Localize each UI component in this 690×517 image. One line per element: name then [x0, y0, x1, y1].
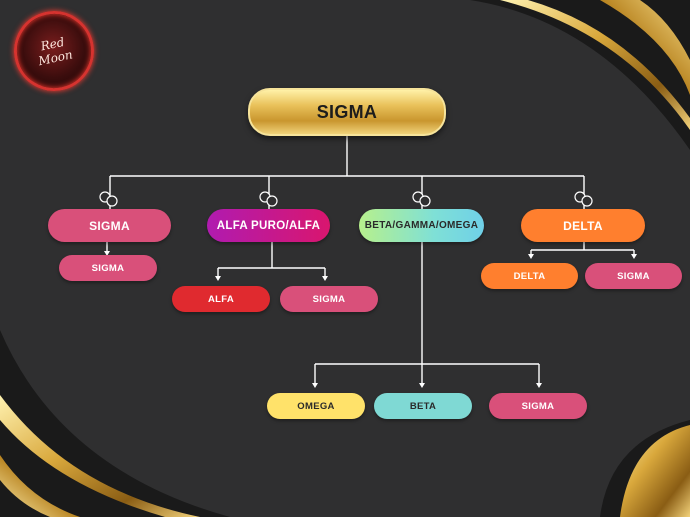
linked-rings-icon — [574, 191, 593, 207]
arrow-down-icon — [312, 383, 318, 388]
child-node-omega: OMEGA — [267, 393, 365, 419]
arrow-down-icon — [631, 254, 637, 259]
root-node-sigma: SIGMA — [248, 88, 446, 136]
gold-swoosh-bottom-left-2 — [0, 455, 80, 517]
linked-rings-icon — [99, 191, 118, 207]
child-node-beta: BETA — [374, 393, 472, 419]
arrow-down-icon — [536, 383, 542, 388]
arrow-down-icon — [215, 276, 221, 281]
linked-rings-icon — [412, 191, 431, 207]
group-node-delta: DELTA — [521, 209, 645, 242]
arrow-down-icon — [322, 276, 328, 281]
child-node-sigma: SIGMA — [280, 286, 378, 312]
group-node-sigma: SIGMA — [48, 209, 171, 242]
group-node-alfa: ALFA PURO/ALFA — [207, 209, 330, 242]
dark-swoosh-top-right — [470, 0, 690, 150]
child-node-alfa: ALFA — [172, 286, 270, 312]
gold-swoosh-top-right-2 — [600, 0, 690, 95]
arrow-down-icon — [528, 254, 534, 259]
child-node-sigma: SIGMA — [585, 263, 682, 289]
child-node-sigma: SIGMA — [59, 255, 157, 281]
dark-swoosh-bottom-left — [0, 330, 230, 517]
linked-rings-icon — [259, 191, 278, 207]
gold-curl-bottom-right — [620, 425, 690, 517]
arrow-down-icon — [104, 251, 110, 256]
child-node-delta: DELTA — [481, 263, 578, 289]
gold-swoosh-bottom-left — [0, 395, 200, 517]
group-node-beta-gamma-omega: BETA/GAMMA/OMEGA — [359, 209, 484, 242]
arrow-down-icon — [419, 383, 425, 388]
child-node-sigma: SIGMA — [489, 393, 587, 419]
